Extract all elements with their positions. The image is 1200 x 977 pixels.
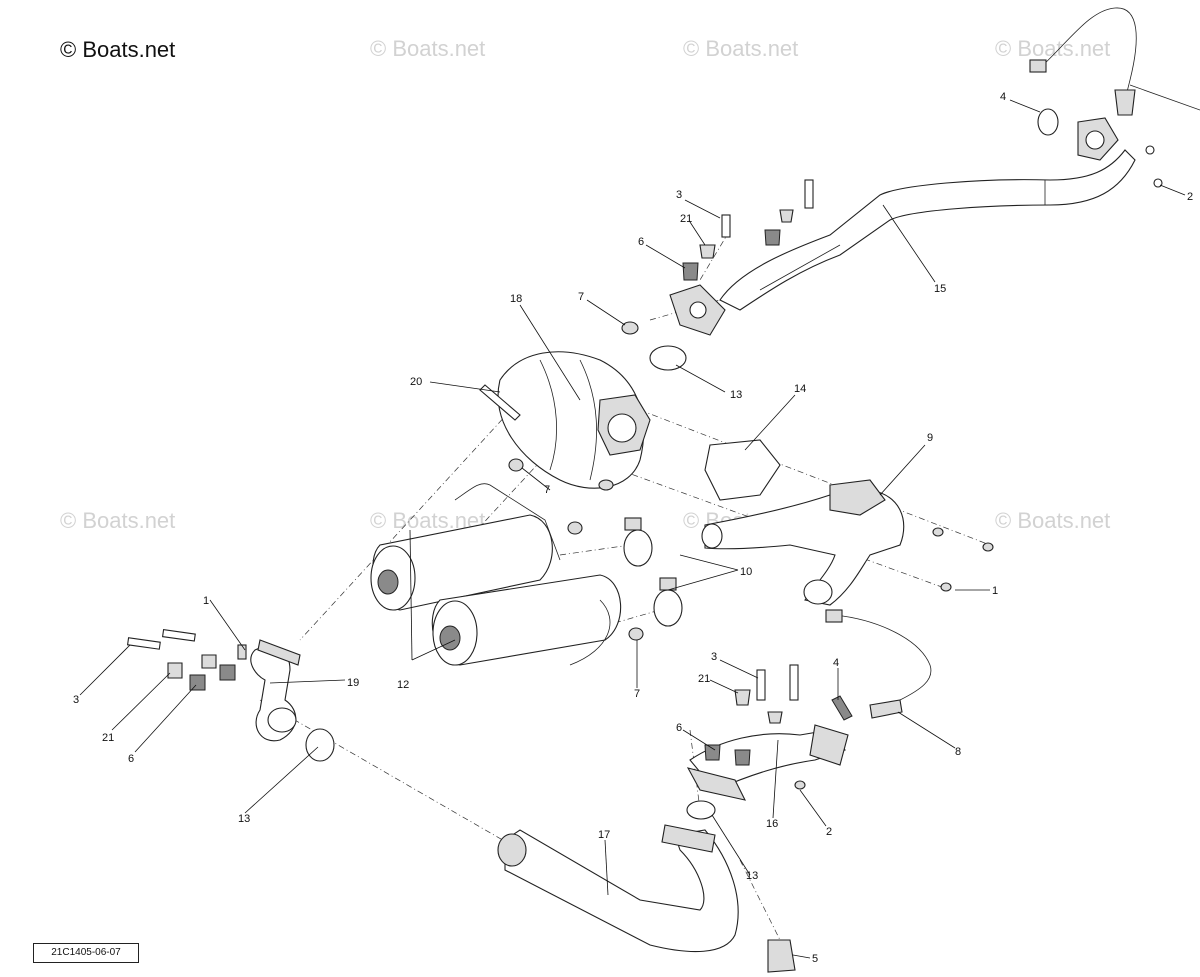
y-pipe [701, 479, 994, 606]
callout-13c: 13 [746, 870, 758, 882]
leader-lines [79, 99, 1186, 959]
watermark: © Boats.net [370, 36, 485, 61]
assembly-centerlines [259, 229, 991, 941]
callout-18: 18 [510, 293, 522, 305]
catalytic-converter [497, 351, 651, 491]
callout-2: 2 [1187, 191, 1193, 203]
watermark: © Boats.net [995, 36, 1110, 61]
callout-7c: 7 [634, 688, 640, 700]
header-pipe-lower [686, 664, 849, 820]
callout-2b: 2 [826, 826, 832, 838]
watermark: © Boats.net [60, 508, 175, 533]
callout-6b: 6 [128, 753, 134, 765]
callout-21: 21 [680, 213, 692, 225]
gasket-flat [479, 384, 521, 421]
callout-7b: 7 [544, 484, 550, 496]
callout-20: 20 [410, 376, 422, 388]
callout-17: 17 [598, 829, 610, 841]
callout-6c: 6 [676, 722, 682, 734]
callout-13: 13 [730, 389, 742, 401]
callout-12: 12 [397, 679, 409, 691]
callout-7: 7 [578, 291, 584, 303]
callout-3c: 3 [711, 651, 717, 663]
callout-3: 3 [676, 189, 682, 201]
oxygen-sensor-top [1029, 7, 1200, 116]
callout-1b: 1 [203, 595, 209, 607]
callout-1: 1 [992, 585, 998, 597]
left-fasteners [126, 629, 247, 691]
callout-21b: 21 [102, 732, 114, 744]
callout-15: 15 [934, 283, 946, 295]
upper-flange-assembly [621, 179, 814, 336]
watermark: © Boats.net [995, 508, 1110, 533]
elbow-pipe-left [250, 639, 335, 762]
gasket-ring-top [1037, 108, 1059, 136]
callout-8: 8 [955, 746, 961, 758]
callout-13b: 13 [238, 813, 250, 825]
rubber-bracket [767, 939, 796, 973]
callout-4b: 4 [833, 657, 839, 669]
gasket-plate [704, 439, 781, 501]
callout-4: 4 [1000, 91, 1006, 103]
header-pipe-upper [719, 117, 1163, 311]
sealing-ring-upper [649, 345, 687, 371]
callout-3b: 3 [73, 694, 79, 706]
reference-code-label: 21C1405-06-07 [33, 943, 139, 963]
callout-5: 5 [812, 953, 818, 965]
exhaust-clamps [623, 517, 683, 627]
copyright-label: © Boats.net [60, 37, 175, 62]
oxygen-sensor-lower [825, 609, 932, 721]
callout-21c: 21 [698, 673, 710, 685]
callout-labels: 4 2 3 21 6 7 15 18 20 13 14 9 7 10 12 7 … [73, 91, 1193, 965]
callout-10: 10 [740, 566, 752, 578]
header-pipe-bottom [497, 824, 739, 953]
callout-16: 16 [766, 818, 778, 830]
callout-9: 9 [927, 432, 933, 444]
callout-14: 14 [794, 383, 806, 395]
watermark: © Boats.net [683, 36, 798, 61]
callout-19: 19 [347, 677, 359, 689]
callout-6: 6 [638, 236, 644, 248]
mufflers [370, 458, 644, 666]
